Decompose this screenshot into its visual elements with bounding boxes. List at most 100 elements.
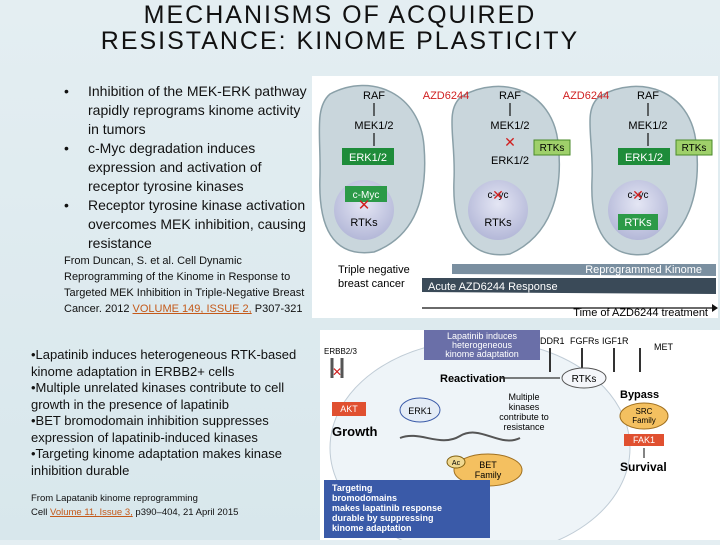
myc-label: c- yc [487, 190, 508, 201]
rtks-label: RTKs [572, 374, 597, 385]
citation-line: From Lapatanib kinome reprogramming [31, 493, 198, 504]
rtks-label: RTKs [682, 143, 707, 154]
citation-duncan: From Duncan, S. et al. Cell Dynamic Repr… [64, 253, 309, 317]
bet-label: Family [475, 470, 502, 480]
fgfrs-label: FGFRs [570, 336, 599, 346]
citation-pages: p390–404, 21 April 2015 [132, 507, 239, 518]
erk-label: ERK1/2 [349, 152, 387, 164]
header-text: heterogeneous [452, 340, 513, 350]
targeting-text: durable by suppressing [332, 513, 434, 523]
src-ellipse [619, 402, 669, 430]
erk-box [342, 148, 394, 165]
akt-label: AKT [340, 404, 358, 414]
legend-time: Time of AZD6244 treatment [573, 307, 708, 318]
erbb-label: ERBB2/3 [324, 347, 357, 356]
header-text: kinome adaptation [445, 349, 519, 359]
rtks-label: RTKs [484, 217, 512, 229]
legend-acute: Acute AZD6244 Response [428, 281, 558, 293]
inhibit-x-icon: ✕ [358, 197, 371, 214]
bet-label: BET [479, 460, 497, 470]
citation-link[interactable]: VOLUME 149, ISSUE 2, [132, 303, 252, 315]
akt-box [332, 402, 366, 416]
azd-label: AZD6244 [423, 90, 469, 102]
rtks-label: RTKs [350, 217, 378, 229]
header-text: Lapatinib induces [447, 331, 518, 341]
src-label: Family [632, 416, 656, 425]
ddr1-label: DDR1 [540, 336, 565, 346]
inhibit-x-icon: ✕ [632, 187, 644, 203]
point-item: •Lapatinib induces heterogeneous RTK-bas… [31, 347, 297, 379]
igf1r-label: IGF1R [602, 336, 629, 346]
multiple-text: Multiple [508, 392, 539, 402]
rtks-membrane-box [675, 139, 713, 156]
erk-label: ERK1 [408, 406, 432, 416]
myc-label: c- yc [627, 190, 648, 201]
survival-label: Survival [620, 460, 667, 474]
lapatinib-diagram: Lapatinib induces heterogeneous kinome a… [324, 330, 674, 545]
rtks-box [618, 214, 658, 230]
fak-box [624, 434, 664, 446]
lapatinib-figure: Lapatinib induces heterogeneous kinome a… [320, 330, 720, 545]
targeting-box [324, 480, 490, 538]
inhibit-x-icon: ✕ [332, 365, 342, 379]
azd-label: AZD6244 [563, 90, 609, 102]
point-item: •Targeting kinome adaptation makes kinas… [31, 446, 282, 478]
acute-bar [422, 278, 716, 294]
citation-prefix: Cell [31, 507, 51, 518]
point-item: •Multiple unrelated kinases contribute t… [31, 380, 285, 412]
multiple-text: resistance [503, 422, 544, 432]
met-label: MET [654, 342, 674, 352]
fak-label: FAK1 [633, 435, 655, 445]
inhibit-x-icon: ✕ [504, 134, 516, 150]
erk-label: ERK1/2 [625, 152, 663, 164]
ac-label: Ac [452, 460, 461, 467]
citation-link[interactable]: Volume 11, Issue 3, [50, 507, 133, 518]
citation-pages: P307-321 [251, 303, 303, 315]
rtks-ellipse [561, 367, 607, 389]
mek-label: MEK1/2 [354, 120, 393, 132]
myc-label: c-Myc [353, 190, 380, 201]
reprog-bar [452, 264, 716, 276]
targeting-text: makes lapatinib response [332, 503, 442, 513]
growth-label: Growth [332, 424, 378, 439]
legend-tnbc: breast cancer [338, 278, 405, 290]
bullet-list: Inhibition of the MEK-ERK pathway rapidl… [62, 82, 307, 253]
erk-box [618, 148, 670, 165]
targeting-text: Targeting [332, 483, 372, 493]
raf-label: RAF [499, 90, 521, 102]
reactivation-label: Reactivation [440, 373, 506, 385]
multiple-text: contribute to [499, 412, 549, 422]
lapatinib-points: •Lapatinib induces heterogeneous RTK-bas… [31, 347, 311, 479]
citation-lapatinib: From Lapatanib kinome reprogramming Cell… [31, 492, 311, 520]
erk-ellipse [399, 397, 441, 423]
myc-box [345, 186, 387, 202]
mek-label: MEK1/2 [628, 120, 667, 132]
point-item: •BET bromodomain inhibition suppresses e… [31, 413, 269, 445]
raf-label: RAF [363, 90, 385, 102]
citation-text: From Duncan, S. et al. Cell Dynamic Repr… [64, 255, 305, 315]
targeting-text: kinome adaptation [332, 523, 412, 533]
mek-label: MEK1/2 [490, 120, 529, 132]
bullet-item: Receptor tyrosine kinase activation over… [62, 196, 307, 253]
legend-reprog: Reprogrammed Kinome [585, 264, 702, 276]
header-box [424, 330, 540, 360]
legend-tnbc: Triple negative [338, 264, 410, 276]
bypass-label: Bypass [620, 389, 659, 401]
erk-label: ERK1/2 [491, 155, 529, 167]
kinome-diagram: RAF MEK1/2 ERK1/2 c-Myc RTKs ✕ AZD6244 R… [318, 84, 718, 319]
raf-label: RAF [637, 90, 659, 102]
inhibit-x-icon: ✕ [492, 187, 504, 203]
targeting-text: bromodomains [332, 493, 397, 503]
nucleus [468, 180, 528, 240]
kinome-figure: RAF MEK1/2 ERK1/2 c-Myc RTKs ✕ AZD6244 R… [312, 76, 718, 319]
rtks-membrane-box [533, 139, 571, 156]
bullet-item: c-Myc degradation induces expression and… [62, 139, 307, 196]
slide-title: MECHANISMS OF ACQUIRED RESISTANCE: KINOM… [100, 1, 580, 55]
rtks-label: RTKs [540, 143, 565, 154]
acetyl-mark [446, 455, 466, 469]
bullet-item: Inhibition of the MEK-ERK pathway rapidl… [62, 82, 307, 139]
multiple-text: kinases [509, 402, 540, 412]
rtks-label: RTKs [624, 217, 652, 229]
src-label: SRC [636, 407, 653, 416]
dna-strand [399, 431, 521, 442]
